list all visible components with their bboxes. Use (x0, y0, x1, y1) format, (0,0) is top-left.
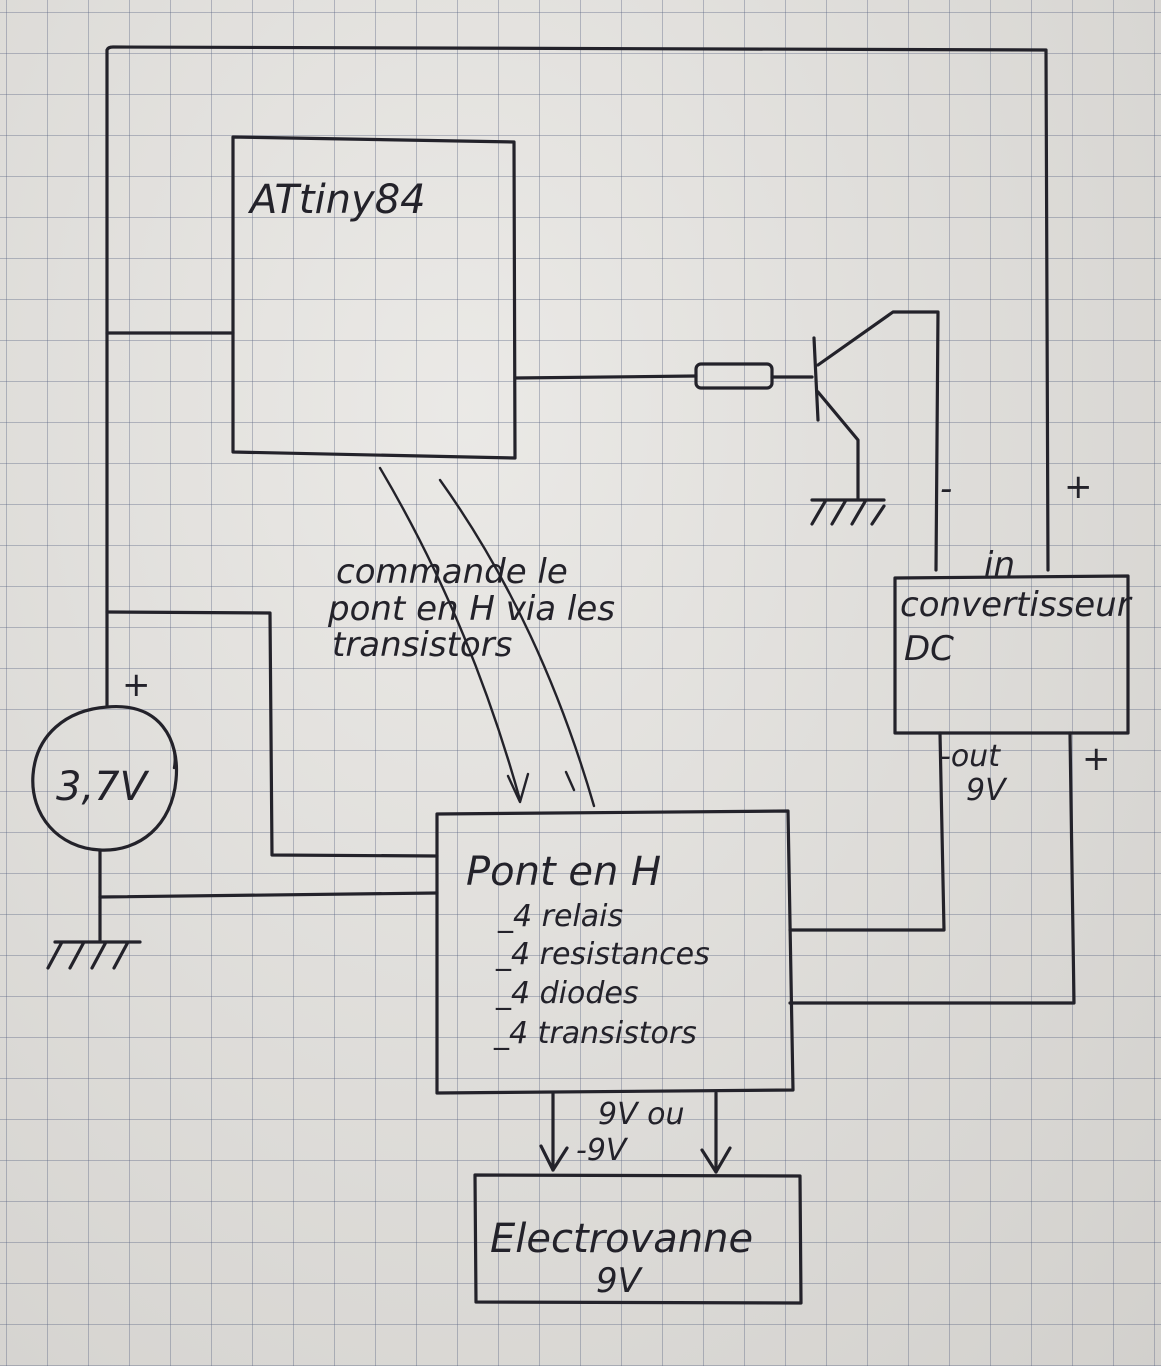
wire-converter-out-minus (788, 731, 946, 932)
bridge-item-4: _4 transistors (493, 1016, 697, 1051)
bridge-item-3: _4 diodes (495, 976, 639, 1011)
valve-label-line1: Electrovanne (490, 1216, 753, 1262)
wire-ground-to-bridge (98, 891, 439, 899)
output-arrow-left-head (539, 1144, 569, 1172)
bridge-item-2: _4 resistances (495, 937, 710, 972)
bridge-title: Pont en H (466, 849, 661, 895)
wire-mcu-to-resistor (513, 374, 698, 380)
mcu-label: ATtiny84 (247, 177, 426, 223)
note-line-1: commande le (336, 552, 568, 592)
converter-minus-in-label: - (940, 469, 952, 509)
battery-voltage-label: 3,7V (56, 764, 150, 810)
transistor-collector (816, 310, 940, 572)
converter-plus-in-label: + (1064, 467, 1093, 507)
battery-plus-label: + (122, 665, 151, 705)
valve-label-line2: 9V (596, 1261, 644, 1301)
converter-out-plus-label: + (1082, 739, 1111, 779)
converter-out-minus-label: -out (940, 739, 1001, 774)
base-resistor (694, 362, 774, 390)
output-label-line1: 9V ou (598, 1097, 685, 1132)
converter-out-voltage-label: 9V (966, 773, 1008, 808)
output-arrow-right-head (700, 1146, 732, 1174)
converter-label-line1: convertisseur (900, 585, 1133, 625)
note-line-2: pont en H via les (327, 589, 615, 629)
valve-box (473, 1173, 803, 1305)
battery-circle-overstroke (143, 710, 176, 770)
wire-converter-out-plus (788, 731, 1076, 1005)
control-arrow-1-head (506, 772, 530, 804)
transistor-emitter (816, 390, 860, 500)
bridge-box (435, 809, 795, 1095)
mcu-box (231, 135, 517, 460)
control-arrow-2-head (564, 770, 576, 792)
converter-label-line2: DC (904, 629, 954, 669)
converter-box (893, 574, 1130, 735)
control-arrow-1 (378, 466, 522, 802)
wire-top-bus (105, 45, 1050, 707)
converter-in-label: in (984, 545, 1015, 585)
battery-ground-icon (46, 940, 142, 970)
bridge-item-1: _4 relais (497, 899, 623, 934)
wire-battery-to-bridge (105, 610, 439, 858)
transistor-ground-icon (810, 498, 886, 526)
output-label-line2: -9V (576, 1133, 629, 1168)
note-line-3: transistors (332, 625, 512, 665)
control-arrow-2 (438, 478, 596, 808)
transistor-base-bar (812, 336, 820, 422)
